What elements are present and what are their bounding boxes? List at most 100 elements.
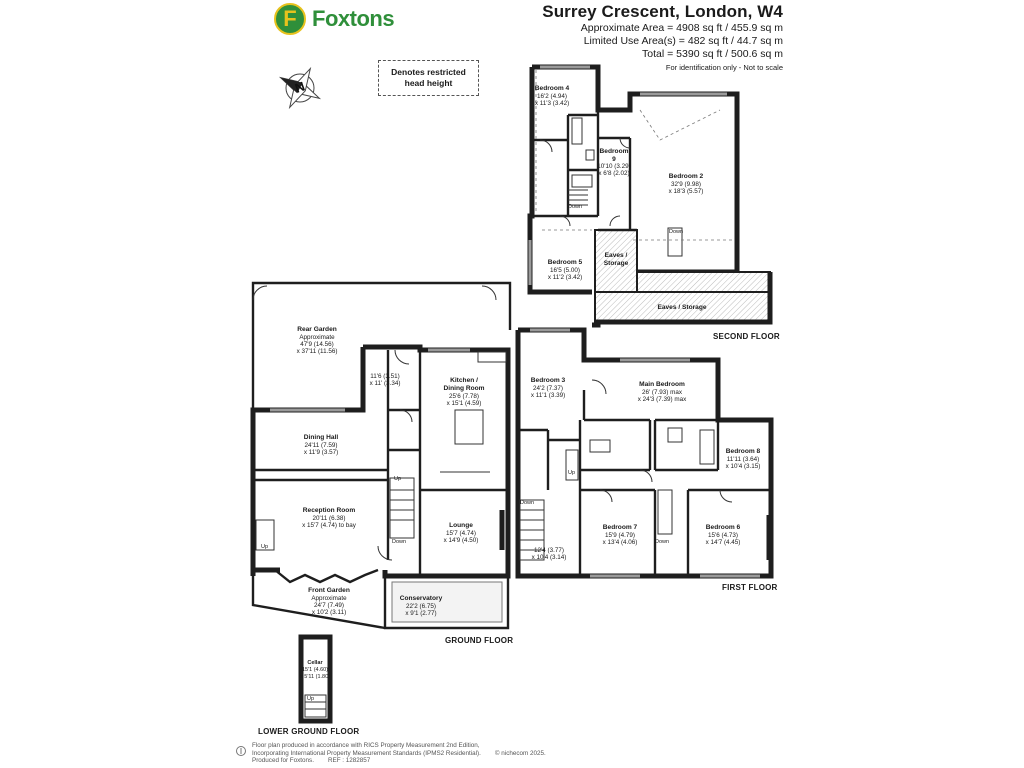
conservatory-dim2: x 9'1 (2.77) <box>405 610 436 617</box>
bedroom3-name: Bedroom 3 <box>531 377 566 384</box>
lounge-dim1: 15'7 (4.74) <box>446 530 476 537</box>
legend-line-2: head height <box>404 78 453 88</box>
utility-dim2: x 11' (3.34) <box>370 380 401 387</box>
lounge-name: Lounge <box>449 522 473 529</box>
bedroom5-name: Bedroom 5 <box>548 259 583 266</box>
main-bedroom-name: Main Bedroom <box>639 381 685 388</box>
brand-name: Foxtons <box>312 6 395 31</box>
front-garden-name: Front Garden <box>308 587 350 594</box>
stairs-down-gf: Down <box>392 539 406 545</box>
footer-line-2: Incorporating International Property Mea… <box>252 749 481 757</box>
bedroom4-name: Bedroom 4 <box>535 85 570 92</box>
limited-use-area: Limited Use Area(s) = 482 sq ft / 44.7 s… <box>583 35 783 47</box>
dining-hall-dim1: 24'11 (7.59) <box>305 442 338 449</box>
second-floor-plan: Bedroom 4 16'2 (4.94) x 11'3 (3.42) Bedr… <box>527 64 780 341</box>
bedroom4-dim1: 16'2 (4.94) <box>537 93 567 100</box>
compass-icon: N <box>278 66 322 110</box>
first-floor-label: FIRST FLOOR <box>722 583 778 592</box>
conservatory-name: Conservatory <box>400 595 443 602</box>
kitchen-name2: Dining Room <box>443 385 484 392</box>
footer-line-3: Produced for Foxtons. <box>252 757 314 764</box>
kitchen-dim2: x 15'1 (4.59) <box>447 400 482 407</box>
kitchen-name: Kitchen / <box>450 377 478 384</box>
bedroom9-dim1: 10'10 (3.29) <box>597 163 630 170</box>
bedroom6-name: Bedroom 6 <box>706 524 741 531</box>
bedroom9-dim2: x 6'8 (2.02) <box>598 170 629 177</box>
eaves-storage-small <box>594 229 638 293</box>
bedroom7-dim1: 15'9 (4.79) <box>605 532 635 539</box>
dining-hall-dim2: x 11'9 (3.57) <box>304 449 338 456</box>
front-garden-dim1: 24'7 (7.49) <box>314 602 344 609</box>
bedroom9-name: Bedroom <box>600 148 629 155</box>
eaves1-name: Eaves / <box>605 252 628 259</box>
property-header: Surrey Crescent, London, W4 Approximate … <box>505 0 783 72</box>
scale-note: For identification only - Not to scale <box>665 63 783 72</box>
stairs-down-2f-b: Down <box>669 229 683 235</box>
reception-name: Reception Room <box>303 507 356 514</box>
bedroom2-dim2: x 18'3 (5.57) <box>669 188 704 195</box>
second-floor-label: SECOND FLOOR <box>713 332 780 341</box>
first-floor-plan: Bedroom 3 24'2 (7.37) x 11'1 (3.39) Main… <box>515 327 778 592</box>
bedroom6-dim1: 15'6 (4.73) <box>708 532 738 539</box>
bedroom4-dim2: x 11'3 (3.42) <box>535 100 569 107</box>
bedroom6-dim2: x 14'7 (4.45) <box>706 539 741 546</box>
landing-dim1: 12'4 (3.77) <box>534 547 564 554</box>
stairs-down-1f: Down <box>520 500 534 506</box>
bedroom5-dim2: x 11'2 (3.42) <box>548 274 582 281</box>
footer-line-1: Floor plan produced in accordance with R… <box>252 742 480 749</box>
eaves2-name: Eaves / Storage <box>657 304 706 311</box>
footer: Floor plan produced in accordance with R… <box>252 742 672 765</box>
reception-dim2: x 15'7 (4.74) to bay <box>302 522 357 529</box>
lounge-dim2: x 14'9 (4.50) <box>444 537 479 544</box>
stairs-down-2f: Down <box>568 204 582 210</box>
bedroom2-name: Bedroom 2 <box>669 173 704 180</box>
stairs-up-lgf: Up <box>307 696 314 702</box>
bedroom7-dim2: x 13'4 (4.06) <box>603 539 638 546</box>
conservatory-dim1: 22'2 (6.75) <box>406 603 436 610</box>
restricted-head-height-legend: Denotes restricted head height <box>378 60 479 96</box>
ground-floor-plan: Rear Garden Approximate 47'9 (14.56) x 3… <box>250 281 513 645</box>
lower-ground-floor-label: LOWER GROUND FLOOR <box>258 727 359 736</box>
bedroom2-dim1: 32'9 (9.98) <box>671 181 701 188</box>
bedroom8-dim1: 11'11 (3.64) <box>727 456 759 463</box>
front-garden-approx: Approximate <box>311 595 347 602</box>
bedroom7-name: Bedroom 7 <box>603 524 638 531</box>
stairs-up-1f: Up <box>568 470 575 476</box>
bedroom8-name: Bedroom 8 <box>726 448 761 455</box>
foxtons-logo-icon: F <box>274 3 306 35</box>
eaves1-name2: Storage <box>604 260 629 267</box>
cellar-dim1: 15'1 (4.60) <box>302 667 328 673</box>
rear-garden-dim2: x 37'11 (11.56) <box>297 348 338 355</box>
stairs-up-gf: Up <box>394 476 401 482</box>
footer-copyright: © nichecom 2025. <box>494 749 546 757</box>
front-garden-dim2: x 10'2 (3.11) <box>312 609 346 616</box>
ground-floor-label: GROUND FLOOR <box>445 636 513 645</box>
lower-ground-floor-plan: Cellar 15'1 (4.60) x 5'11 (1.80) Up LOWE… <box>258 634 359 736</box>
landing-dim2: x 10'4 (3.14) <box>532 554 567 561</box>
property-title: Surrey Crescent, London, W4 <box>542 2 783 21</box>
stairs-down-1f-b: Down <box>655 539 669 545</box>
bedroom9-name2: 9 <box>612 156 616 163</box>
bedroom8-dim2: x 10'4 (3.15) <box>726 463 761 470</box>
foxtons-logo: F Foxtons <box>274 0 404 38</box>
logo-initial: F <box>283 6 297 31</box>
main-bedroom-dim2: x 24'3 (7.39) max <box>638 396 687 403</box>
bedroom5-dim1: 16'5 (5.00) <box>550 267 580 274</box>
cellar-name: Cellar <box>307 660 323 666</box>
total-area: Total = 5390 sq ft / 500.6 sq m <box>642 48 783 60</box>
legend-line-1: Denotes restricted <box>391 67 466 77</box>
rear-garden-name: Rear Garden <box>297 326 337 333</box>
kitchen-dim1: 25'6 (7.78) <box>449 393 479 400</box>
rear-garden-dim1: 47'9 (14.56) <box>300 341 333 348</box>
bedroom3-dim1: 24'2 (7.37) <box>533 385 563 392</box>
approx-area: Approximate Area = 4908 sq ft / 455.9 sq… <box>580 22 783 34</box>
rics-icon <box>236 746 246 756</box>
dining-hall-name: Dining Hall <box>304 434 339 441</box>
main-bedroom-dim1: 26' (7.93) max <box>642 389 683 396</box>
footer-ref: REF : 1282857 <box>327 757 371 764</box>
eaves-strip <box>636 271 771 293</box>
bedroom3-dim2: x 11'1 (3.39) <box>531 392 565 399</box>
stairs-up-gf-b: Up <box>261 544 268 550</box>
rear-garden-approx: Approximate <box>299 334 335 341</box>
